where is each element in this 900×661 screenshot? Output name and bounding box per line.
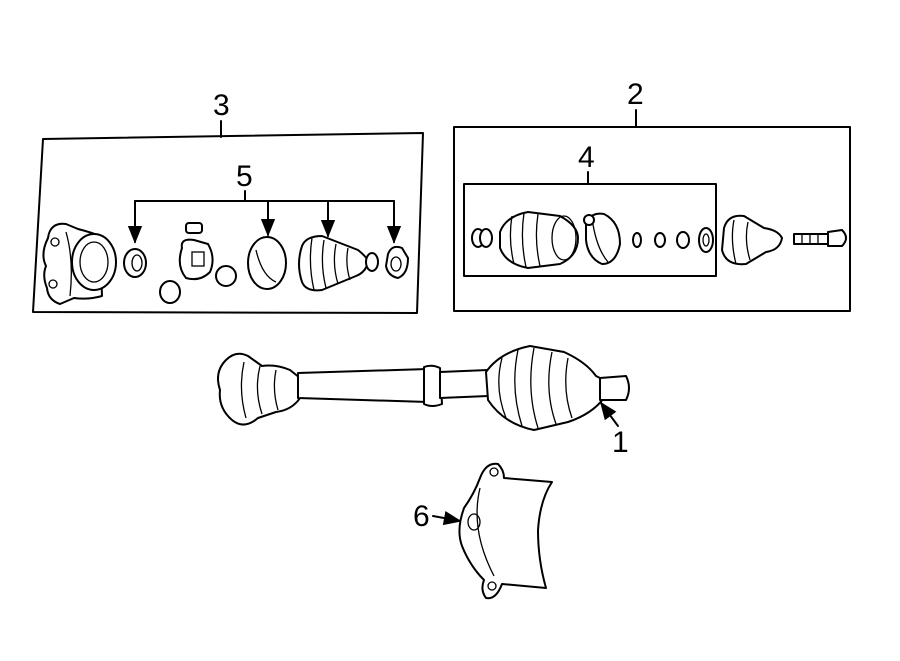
callout-5-label[interactable]: 5 — [236, 160, 253, 193]
inner-cv-joint-part — [721, 214, 783, 266]
callout-2-label[interactable]: 2 — [627, 78, 644, 111]
callout-4-label[interactable]: 4 — [578, 141, 595, 174]
kit-4-box — [463, 183, 717, 277]
outer-cv-joint-housing-part — [42, 222, 117, 305]
kit-2-box — [453, 126, 851, 312]
clamp-ring-part — [247, 236, 287, 290]
heat-shield-part — [458, 462, 553, 600]
callout-6-label[interactable]: 6 — [413, 500, 430, 533]
leader-lines — [127, 109, 637, 526]
snap-ring-part — [123, 248, 147, 278]
kit-3-box — [32, 132, 424, 314]
callout-3-label[interactable]: 3 — [213, 89, 230, 122]
axle-bolt-part — [793, 229, 847, 247]
callout-1-label[interactable]: 1 — [612, 426, 629, 459]
outer-boot-part — [298, 235, 379, 292]
drive-axle-assembly-part — [217, 345, 630, 431]
cage-part — [159, 222, 237, 304]
inner-boot-kit-part — [471, 211, 714, 269]
small-clamp-part — [385, 245, 409, 279]
